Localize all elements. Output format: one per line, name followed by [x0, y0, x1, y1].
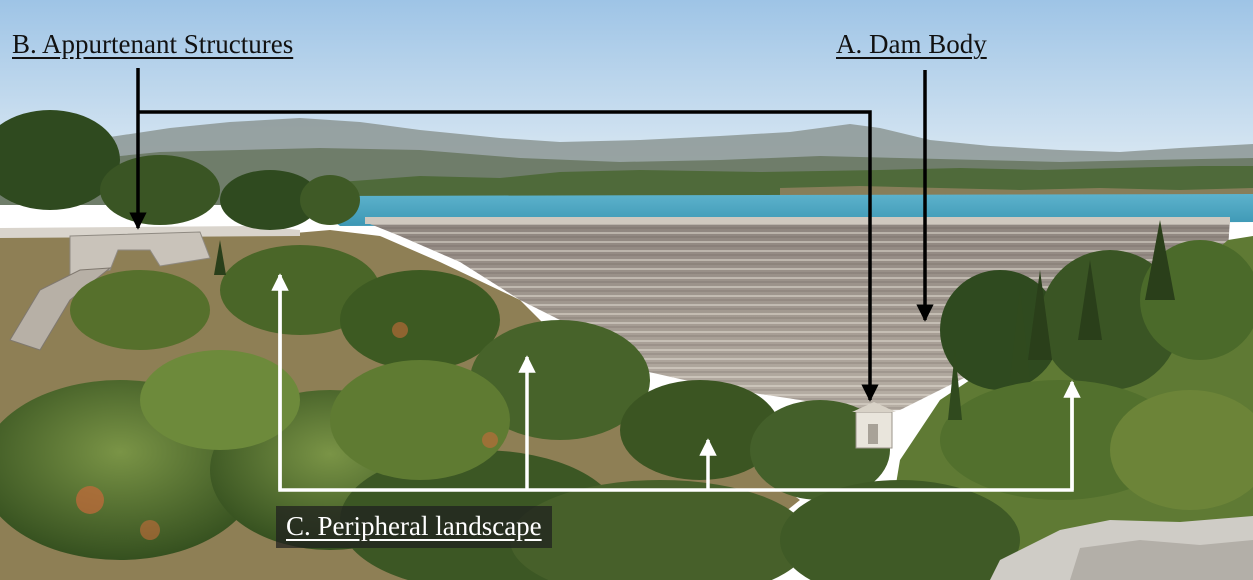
- label-appurtenant-structures: B. Appurtenant Structures: [12, 29, 294, 59]
- annotation-arrows-white: [271, 273, 1081, 492]
- dam-crest: [365, 217, 1230, 224]
- annotation-arrows-black: [129, 68, 934, 402]
- conifer-trees: [214, 220, 1175, 420]
- valve-house: [852, 402, 896, 449]
- label-peripheral-landscape: C. Peripheral landscape: [276, 506, 552, 548]
- label-dam-body: A. Dam Body: [836, 29, 987, 59]
- dam-steps: [365, 218, 1230, 412]
- stairway: [9, 267, 112, 351]
- arrow-appurtenant-valve-house: [138, 110, 879, 402]
- foreground-rocks-shadow: [1070, 540, 1253, 580]
- appurtenant-walkway: [0, 226, 300, 238]
